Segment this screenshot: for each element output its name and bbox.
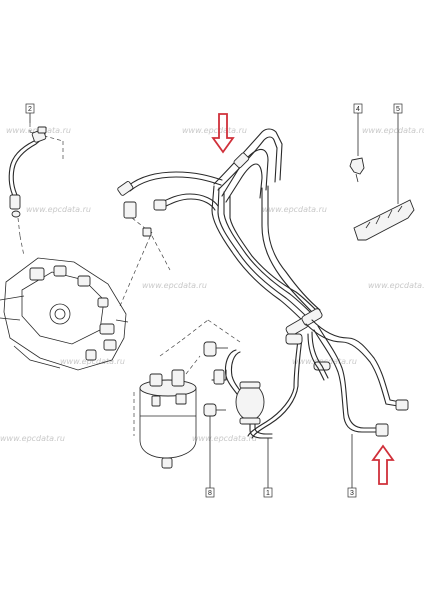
- fuel-pipe-bundle: [117, 128, 409, 439]
- watermark-text: www.epcdata.ru: [368, 281, 424, 290]
- callout-5: 5: [353, 103, 415, 241]
- watermark-text: www.epcdata.ru: [142, 281, 207, 290]
- watermark-text: www.epcdata.ru: [182, 126, 247, 135]
- watermark-text: www.epcdata.ru: [60, 357, 125, 366]
- watermark-text: www.epcdata.ru: [362, 126, 424, 135]
- callout-8: 8: [205, 416, 215, 498]
- callout-label: 5: [396, 106, 400, 113]
- watermark-text: www.epcdata.ru: [262, 205, 327, 214]
- callout-label: 8: [208, 490, 212, 497]
- callout-label: 4: [356, 106, 360, 113]
- callout-3: 3: [347, 434, 357, 498]
- arrow-down-icon: [211, 113, 235, 154]
- watermark-text: www.epcdata.ru: [0, 434, 65, 443]
- callout-4: 4: [349, 103, 365, 183]
- priming-bulb: [159, 319, 273, 439]
- injection-pump: [0, 231, 153, 371]
- callout-2: 2: [25, 103, 64, 160]
- callout-1: 1: [263, 438, 273, 498]
- callout-label: 3: [350, 490, 354, 497]
- short-pipe-left: [8, 126, 47, 257]
- fuel-filter: [133, 355, 201, 469]
- callout-label: 2: [28, 106, 32, 113]
- watermark-text: www.epcdata.ru: [26, 205, 91, 214]
- watermark-text: www.epcdata.ru: [192, 434, 257, 443]
- watermark-text: www.epcdata.ru: [292, 357, 357, 366]
- callout-label: 1: [266, 490, 270, 497]
- arrow-up-icon: [371, 444, 395, 485]
